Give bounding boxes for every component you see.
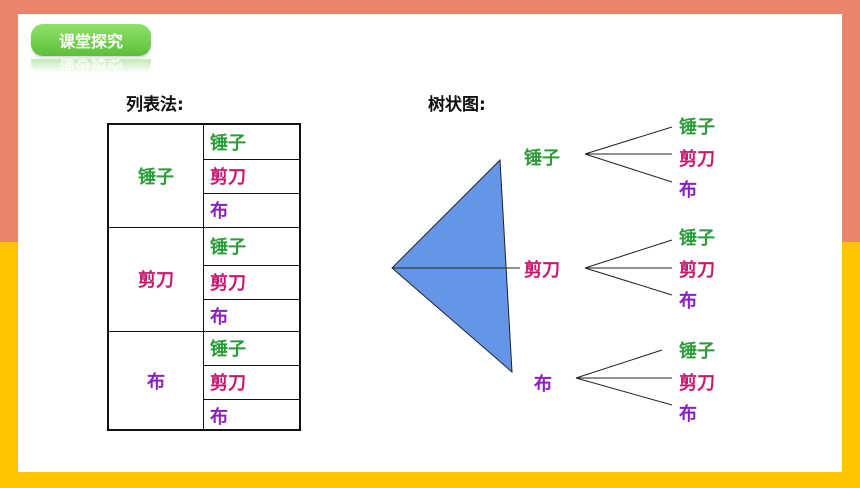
tree-leaf-line	[575, 377, 673, 406]
tree-leaf-label: 剪刀	[679, 260, 715, 281]
table-divider	[109, 227, 299, 228]
table-divider	[204, 299, 299, 300]
table-divider	[204, 193, 299, 194]
tree-leaf-label: 剪刀	[679, 373, 715, 394]
table-divider	[204, 159, 299, 160]
table-divider	[204, 265, 299, 266]
table-group-hammer: 锤子 锤子 剪刀 布	[109, 125, 299, 227]
tree-leaf-line	[584, 126, 673, 155]
tree-leaf-label: 锤子	[679, 228, 715, 249]
table-sub-cell: 锤子	[210, 339, 246, 360]
outcome-table: 锤子 锤子 剪刀 布 剪刀 锤子 剪刀 布 布 锤子 剪刀 布	[107, 123, 301, 431]
tree-leaf-label: 布	[679, 180, 697, 201]
tree-branch-label: 剪刀	[524, 260, 560, 281]
table-divider	[204, 365, 299, 366]
tree-root-triangle	[391, 158, 513, 374]
tree-leaf-label: 布	[679, 404, 697, 425]
section-badge-label: 课堂探究	[58, 32, 123, 51]
tree-branch-label: 锤子	[524, 148, 560, 169]
tree-leaf-label: 锤子	[679, 341, 715, 362]
table-sub-cell: 布	[210, 307, 228, 328]
table-divider	[204, 399, 299, 400]
tree-leaf-line	[584, 153, 673, 183]
tree-leaf-line	[584, 267, 673, 296]
section-badge-reflection: 课堂探究	[31, 59, 151, 73]
table-main-cell: 布	[109, 331, 204, 431]
table-sub-cell: 剪刀	[210, 167, 246, 188]
tree-leaf-label: 布	[679, 291, 697, 312]
list-method-heading: 列表法:	[126, 95, 184, 115]
table-main-cell: 锤子	[109, 125, 204, 227]
tree-method-heading: 树状图:	[428, 95, 486, 115]
table-group-cloth: 布 锤子 剪刀 布	[109, 331, 299, 431]
section-badge: 课堂探究	[31, 24, 151, 56]
table-sub-cell: 锤子	[210, 237, 246, 258]
table-sub-cell: 剪刀	[210, 273, 246, 294]
tree-leaf-line	[584, 239, 673, 269]
tree-leaf-label: 剪刀	[679, 149, 715, 170]
table-sub-cell: 锤子	[210, 133, 246, 154]
table-sub-cell: 布	[210, 407, 228, 428]
table-sub-cell: 剪刀	[210, 373, 246, 394]
tree-leaf-line	[575, 349, 663, 379]
table-main-cell: 剪刀	[109, 227, 204, 331]
tree-branch-label: 布	[534, 374, 552, 395]
table-divider	[109, 331, 299, 332]
table-group-scissors: 剪刀 锤子 剪刀 布	[109, 227, 299, 331]
table-sub-cell: 布	[210, 201, 228, 222]
tree-leaf-label: 锤子	[679, 117, 715, 138]
